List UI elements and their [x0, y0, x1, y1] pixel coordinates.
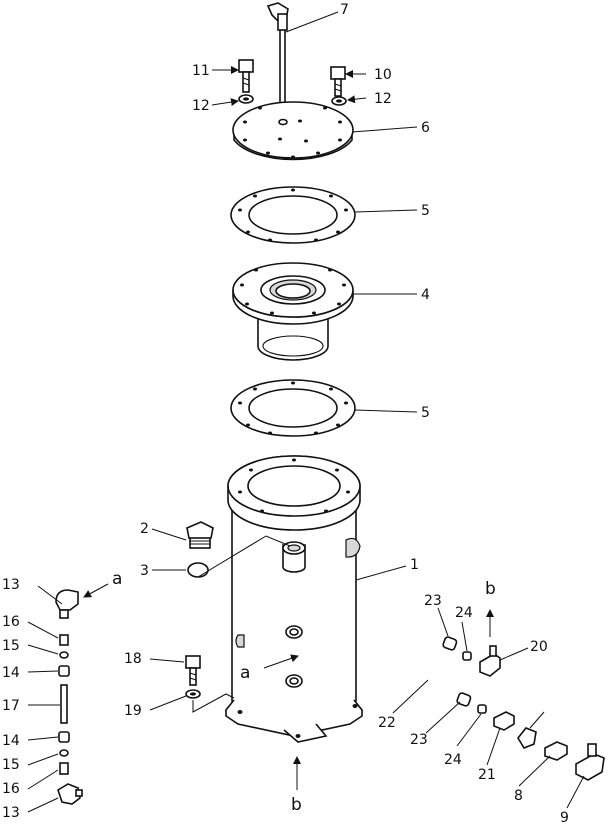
leader-lines — [27, 11, 585, 813]
callout-17: 17 — [2, 698, 20, 714]
callout-18: 18 — [124, 651, 142, 667]
callout-15-top: 15 — [2, 638, 20, 654]
part-12-washer-left — [238, 94, 254, 104]
part-21-clamp — [517, 711, 545, 749]
callout-12-left: 12 — [192, 98, 210, 114]
part-19-washer — [185, 689, 201, 699]
part-23-nut-top — [442, 636, 458, 651]
part-18-bolt — [185, 655, 201, 686]
callout-4: 4 — [421, 287, 430, 303]
callout-12-right: 12 — [374, 91, 392, 107]
part-10-bolt — [330, 66, 346, 97]
part-2-plug — [186, 521, 214, 549]
part-13-elbow-top — [55, 589, 79, 619]
part-14-nut-bottom — [58, 731, 70, 743]
callout-8: 8 — [514, 788, 523, 804]
part-6-cover-plate — [232, 101, 354, 161]
part-11-bolt — [238, 59, 254, 93]
part-16-nipple-top — [59, 634, 69, 646]
part-20-elbow — [479, 645, 501, 677]
part-24-sleeve-bottom — [477, 704, 487, 714]
callout-14-top: 14 — [2, 665, 20, 681]
part-15-sleeve-bottom — [59, 749, 69, 757]
callout-6: 6 — [421, 120, 430, 136]
reference-b-bottom: b — [291, 795, 302, 815]
reference-a-left: a — [112, 569, 122, 589]
callout-21: 21 — [478, 767, 496, 783]
part-5-gasket-bottom — [230, 379, 356, 437]
callout-19: 19 — [124, 703, 142, 719]
callout-15-bottom: 15 — [2, 757, 20, 773]
callout-5-top: 5 — [421, 203, 430, 219]
part-8-adapter — [544, 741, 568, 761]
callout-labels: 7 11 10 12 12 6 5 4 5 2 3 1 13 16 15 14 … — [2, 2, 569, 825]
part-9-tee — [575, 743, 605, 781]
callout-20: 20 — [530, 639, 548, 655]
callout-16-top: 16 — [2, 614, 20, 630]
callout-11: 11 — [192, 63, 210, 79]
reference-a-body: a — [240, 663, 250, 683]
part-16-nipple-bottom — [59, 762, 69, 775]
callout-22: 22 — [378, 715, 396, 731]
callout-7: 7 — [340, 2, 349, 18]
callout-3: 3 — [140, 563, 149, 579]
part-1-housing — [224, 455, 364, 743]
part-4-element — [232, 262, 354, 361]
part-15-sleeve-top — [59, 651, 69, 659]
callout-10: 10 — [374, 67, 392, 83]
callout-2: 2 — [140, 521, 149, 537]
callout-23-top: 23 — [424, 593, 442, 609]
part-22-hose — [392, 623, 453, 692]
part-7-pipe — [266, 2, 289, 137]
callout-24-bottom: 24 — [444, 752, 462, 768]
reference-arrows — [83, 583, 494, 790]
reference-b-right: b — [485, 579, 496, 599]
part-23-nut-bottom — [456, 692, 472, 707]
callout-23-bottom: 23 — [410, 732, 428, 748]
callout-13-bottom: 13 — [2, 805, 20, 821]
part-3-o-ring — [187, 562, 209, 578]
part-12-washer-right — [331, 96, 347, 106]
callout-1: 1 — [410, 557, 419, 573]
callout-14-bottom: 14 — [2, 733, 20, 749]
callout-5-bottom: 5 — [421, 405, 430, 421]
callout-16-bottom: 16 — [2, 781, 20, 797]
reference-letters: a a b b — [112, 569, 496, 815]
part-24-sleeve-top — [462, 651, 472, 661]
callout-9: 9 — [560, 810, 569, 825]
part-17-tube — [60, 684, 68, 724]
callout-24-top: 24 — [455, 605, 473, 621]
part-5-gasket-top — [230, 186, 356, 244]
part-14-nut-top — [58, 665, 70, 677]
part-13-elbow-bottom — [57, 783, 83, 805]
part-21-connector — [493, 711, 515, 731]
callout-13-top: 13 — [2, 577, 20, 593]
